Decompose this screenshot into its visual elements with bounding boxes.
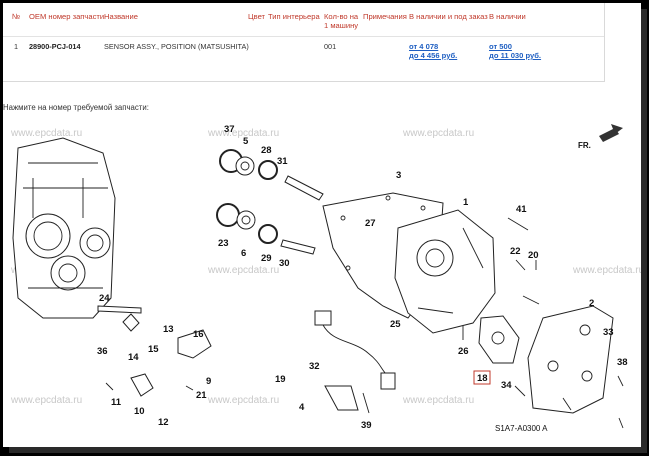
parts-diagram: www.epcdata.ru www.epcdata.ru www.epcdat… [10,124,641,433]
seal-rings [216,149,278,244]
callout-27[interactable]: 27 [365,218,376,229]
price-order-from-link[interactable]: от 4 078 [409,42,439,51]
diagram-code: S1A7-A0300 A [495,424,548,433]
header-qty: Кол-во на 1 машину [324,12,359,30]
callout-36[interactable]: 36 [97,346,108,357]
parts-table: № OEM номер запчасти Название Цвет Тип и… [3,3,605,82]
callout-24[interactable]: 24 [99,293,110,304]
instruction-text: Нажмите на номер требуемой запчасти: [3,103,149,112]
row-qty: 001 [324,42,337,51]
front-label: FR. [578,141,591,150]
callout-16[interactable]: 16 [193,329,204,340]
header-no: № [12,12,21,21]
callout-15[interactable]: 15 [148,344,159,355]
watermark: www.epcdata.ru [10,395,82,406]
row-oem-number: 28900-PCJ-014 [29,42,81,51]
callout-14[interactable]: 14 [128,352,139,363]
callout-37[interactable]: 37 [224,124,235,135]
watermark: www.epcdata.ru [207,128,279,139]
callout-6[interactable]: 6 [241,248,246,259]
price-stock-to-link[interactable]: до 11 030 руб. [489,51,542,60]
callout-11[interactable]: 11 [111,397,122,408]
row-no: 1 [14,42,19,51]
watermark: www.epcdata.ru [572,265,641,276]
header-oem: OEM номер запчасти [29,12,105,21]
callout-9[interactable]: 9 [206,376,211,387]
header-name: Название [104,12,138,21]
highlight-box [473,370,491,385]
callout-13[interactable]: 13 [163,324,174,335]
price-stock-from-link[interactable]: от 500 [489,42,512,51]
callout-10[interactable]: 10 [134,406,145,417]
bolts [105,217,624,429]
callout-32[interactable]: 32 [309,361,320,372]
watermark: www.epcdata.ru [402,395,474,406]
callout-30[interactable]: 30 [279,258,290,269]
callout-25[interactable]: 25 [390,319,401,330]
callout-23[interactable]: 23 [218,238,229,249]
side-cover [527,305,614,414]
table-divider [3,36,604,37]
header-color: Цвет [248,12,266,21]
header-interior-type: Тип интерьера [268,12,320,21]
callout-31[interactable]: 31 [277,156,288,167]
callout-29[interactable]: 29 [261,253,272,264]
callout-19[interactable]: 19 [275,374,286,385]
callout-4[interactable]: 4 [299,402,305,413]
callout-38[interactable]: 38 [617,357,628,368]
row-part-name: SENSOR ASSY., POSITION (MATSUSHITA) [104,42,249,51]
watermark: www.epcdata.ru [207,395,279,406]
callout-1[interactable]: 1 [463,197,469,208]
callout-28[interactable]: 28 [261,145,272,156]
callout-labels[interactable]: 37 5 28 31 3 1 27 41 22 20 6 23 29 30 2 … [97,124,628,431]
header-stock-order: В наличии и под заказ [409,12,488,21]
position-sensor [478,315,520,364]
page-frame: № OEM номер запчасти Название Цвет Тип и… [3,3,641,447]
header-stock: В наличии [489,12,526,21]
callout-20[interactable]: 20 [528,250,539,261]
callout-33[interactable]: 33 [603,327,614,338]
shafts [97,175,324,397]
callout-18[interactable]: 18 [477,373,488,384]
header-notes: Примечания [363,12,407,21]
watermark: www.epcdata.ru [402,128,474,139]
callout-5[interactable]: 5 [243,136,249,147]
callout-41[interactable]: 41 [516,204,527,215]
watermark: www.epcdata.ru [10,128,82,139]
watermark: www.epcdata.ru [207,265,279,276]
price-order-to-link[interactable]: до 4 456 руб. [409,51,458,60]
callout-21[interactable]: 21 [196,390,207,401]
callout-12[interactable]: 12 [158,417,169,428]
callout-26[interactable]: 26 [458,346,469,357]
callout-2[interactable]: 2 [589,298,594,309]
wire-harness [314,310,396,411]
callout-22[interactable]: 22 [510,246,521,257]
callout-3[interactable]: 3 [396,170,401,181]
callout-34[interactable]: 34 [501,380,512,391]
transmission-housing [12,137,116,319]
callout-39[interactable]: 39 [361,420,372,431]
front-arrow-icon: FR. [578,124,623,150]
transmission-case [394,209,496,334]
